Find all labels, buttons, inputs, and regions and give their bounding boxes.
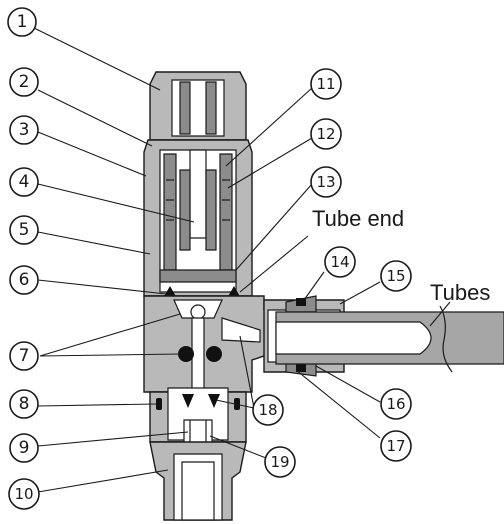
- svg-text:9: 9: [19, 438, 30, 458]
- svg-text:8: 8: [19, 394, 30, 414]
- callout-11: 11: [310, 68, 342, 100]
- callout-7: 7: [9, 341, 39, 371]
- svg-text:19: 19: [270, 453, 289, 471]
- leader-lines: [33, 27, 451, 493]
- callout-19: 19: [264, 446, 296, 478]
- callout-1: 1: [7, 7, 37, 37]
- callouts: 1 2 3 4 5 6 7 8: [7, 7, 412, 510]
- svg-text:7: 7: [19, 346, 30, 366]
- callout-13: 13: [310, 166, 342, 198]
- svg-text:4: 4: [19, 172, 30, 192]
- callout-14: 14: [324, 246, 356, 278]
- svg-text:18: 18: [258, 401, 277, 419]
- callout-17: 17: [380, 430, 412, 462]
- svg-text:10: 10: [14, 485, 33, 503]
- callout-10: 10: [8, 478, 40, 510]
- svg-text:14: 14: [330, 253, 349, 271]
- callout-8: 8: [9, 389, 39, 419]
- callout-6: 6: [9, 265, 39, 295]
- tubes-label: Tubes: [430, 280, 490, 305]
- callout-12: 12: [310, 118, 342, 150]
- svg-text:6: 6: [19, 270, 30, 290]
- svg-text:1: 1: [17, 12, 28, 32]
- svg-text:2: 2: [19, 72, 30, 92]
- svg-text:16: 16: [386, 395, 405, 413]
- svg-text:12: 12: [316, 125, 335, 143]
- callout-3: 3: [9, 115, 39, 145]
- svg-text:3: 3: [19, 120, 30, 140]
- valve-body: [143, 71, 301, 521]
- svg-text:5: 5: [19, 220, 30, 240]
- callout-5: 5: [9, 215, 39, 245]
- callout-9: 9: [9, 433, 39, 463]
- callout-18: 18: [252, 394, 284, 426]
- svg-text:17: 17: [386, 437, 405, 455]
- svg-text:15: 15: [386, 267, 405, 285]
- callout-16: 16: [380, 388, 412, 420]
- callout-15: 15: [380, 260, 412, 292]
- tube-fitting: [263, 295, 504, 377]
- tube-end-label: Tube end: [312, 206, 404, 231]
- svg-text:13: 13: [316, 173, 335, 191]
- callout-4: 4: [9, 167, 39, 197]
- svg-text:11: 11: [316, 75, 335, 93]
- callout-2: 2: [9, 67, 39, 97]
